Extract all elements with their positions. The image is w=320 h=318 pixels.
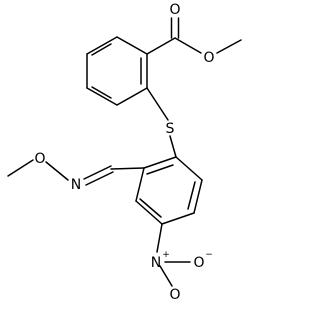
nitro-o-top-label: O	[169, 287, 180, 303]
thioether-linkage	[146, 87, 177, 158]
lower-benzene-ring	[135, 156, 203, 225]
lower-ring-bond	[175, 156, 203, 181]
ester-group	[146, 17, 242, 55]
s-ring-bond	[169, 135, 177, 158]
upper-ring-bond	[86, 36, 118, 55]
ring-s-bond	[146, 87, 169, 121]
lower-ring-bond	[135, 167, 145, 202]
nitro-o-charge: −	[205, 250, 213, 260]
ester-carbonyl-o-label: O	[169, 2, 180, 18]
o-methyl-bond	[7, 159, 34, 177]
lower-ring-bond	[161, 212, 195, 225]
chemical-structure: O O S O N N + O O −	[7, 2, 242, 303]
ester-ring-bond	[146, 37, 176, 55]
upper-ring-bond	[116, 36, 148, 55]
nitro-n-charge: +	[162, 250, 170, 260]
ester-o-methyl-bond	[216, 39, 242, 54]
lower-ring-inner-bond	[139, 198, 162, 218]
ester-ether-o-label: O	[203, 50, 214, 66]
lower-ring-bond	[143, 156, 177, 169]
nitro-o-right-label: O	[193, 255, 204, 271]
nitro-group	[156, 223, 191, 287]
lower-ring-inner-bond	[187, 181, 196, 210]
lower-ring-bond	[193, 179, 203, 214]
upper-benzene-ring	[86, 36, 148, 106]
lower-ring-inner-bond	[146, 164, 174, 175]
thioether-s-label: S	[166, 121, 175, 137]
nitro-n-o-top-bond	[159, 265, 173, 287]
oxime-o-label: O	[34, 151, 45, 167]
ch-n-double-bond-b	[85, 171, 114, 186]
upper-ring-bond	[116, 87, 148, 106]
ch-n-double-bond-a	[83, 165, 112, 180]
upper-ring-inner-bond	[91, 43, 112, 56]
oxime-side-chain	[7, 159, 145, 186]
nitro-n-label: N	[151, 255, 161, 271]
upper-ring-inner-bond	[91, 86, 112, 99]
ester-c-o-bond	[174, 37, 202, 54]
upper-ring-bond	[86, 87, 118, 106]
ring-nitro-bond	[156, 223, 163, 253]
ring-ch-bond	[110, 167, 145, 170]
oxime-n-label: N	[71, 177, 81, 193]
n-o-bond	[45, 161, 69, 181]
lower-ring-bond	[135, 200, 163, 225]
